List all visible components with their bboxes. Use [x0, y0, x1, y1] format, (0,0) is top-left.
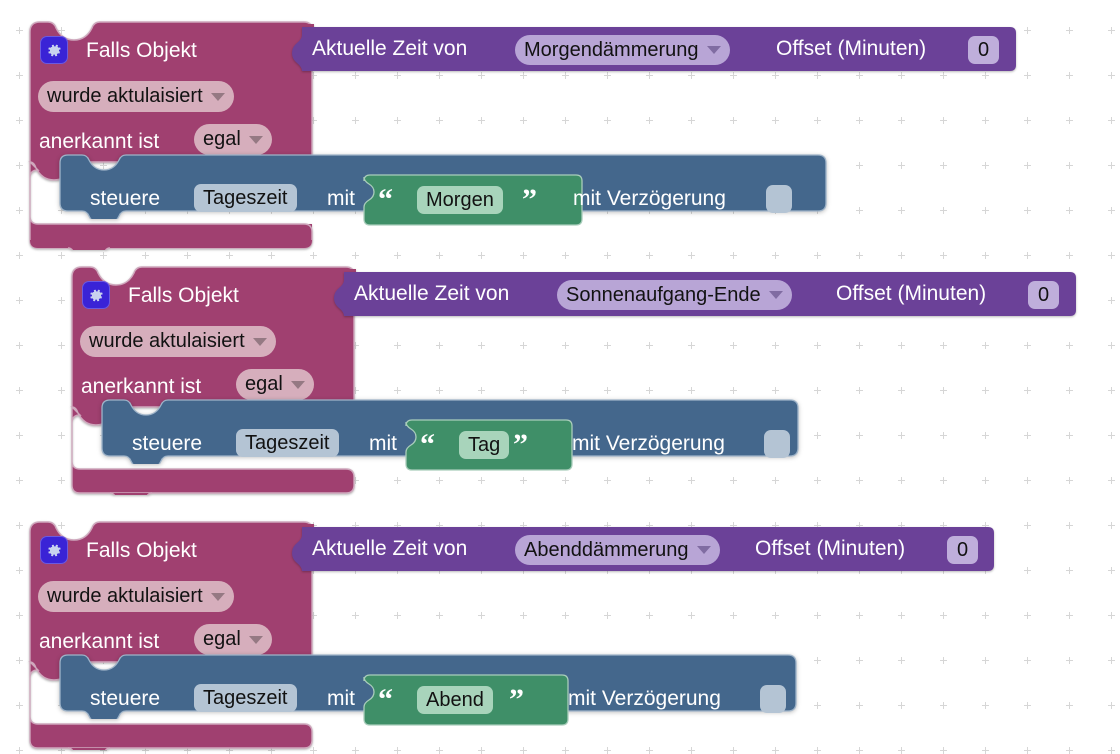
gear-icon [89, 289, 103, 301]
offset-value: 0 [957, 538, 969, 561]
delay-value-socket[interactable] [764, 430, 790, 458]
text-value-field[interactable]: Abend [417, 686, 493, 714]
ack-dropdown[interactable]: egal [194, 124, 272, 155]
source-dropdown[interactable]: Sonnenaufgang-Ende [557, 280, 792, 310]
gear-icon [47, 544, 61, 556]
delay-value-socket[interactable] [766, 185, 792, 213]
trigger-label: Aktuelle Zeit von [312, 37, 468, 60]
quote-close-icon: ” [509, 683, 524, 716]
action-with-label: mit [327, 687, 355, 710]
action-target-field[interactable]: Tageszeit [236, 429, 339, 457]
offset-label: Offset (Minuten) [776, 37, 927, 60]
ack-label: anerkannt ist [39, 130, 160, 153]
trigger-label: Aktuelle Zeit von [312, 537, 468, 560]
ack-dropdown-value: egal [203, 628, 241, 650]
text-value-field[interactable]: Tag [459, 431, 510, 459]
chevron-down-icon [768, 291, 783, 299]
action-target-field[interactable]: Tageszeit [194, 184, 297, 212]
trigger-label: Aktuelle Zeit von [354, 282, 510, 305]
delay-value-socket[interactable] [760, 685, 786, 713]
chevron-down-icon [252, 337, 267, 346]
text-value: Morgen [426, 188, 494, 211]
condition-dropdown[interactable]: wurde aktulaisiert [80, 326, 276, 357]
chevron-down-icon [248, 135, 263, 144]
action-with-label: mit [327, 187, 355, 210]
offset-value-field[interactable]: 0 [947, 536, 979, 564]
action-verb: steuere [132, 432, 203, 455]
event-title: Falls Objekt [86, 39, 197, 62]
offset-value-field[interactable]: 0 [1028, 281, 1060, 309]
quote-close-icon: ” [522, 183, 537, 216]
chevron-down-icon [248, 635, 263, 644]
delay-label: mit Verzögerung [572, 432, 725, 455]
event-title: Falls Objekt [86, 539, 197, 562]
action-verb: steuere [90, 187, 161, 210]
action-target-value: Tageszeit [203, 186, 288, 209]
chevron-down-icon [210, 592, 225, 601]
offset-value: 0 [978, 38, 990, 61]
mutator-button[interactable] [82, 281, 110, 309]
chevron-down-icon [290, 380, 305, 389]
ack-dropdown[interactable]: egal [194, 624, 272, 655]
delay-label: mit Verzögerung [573, 187, 726, 210]
offset-value: 0 [1038, 283, 1050, 306]
condition-dropdown-value: wurde aktulaisiert [47, 585, 203, 607]
ack-dropdown-value: egal [203, 128, 241, 150]
quote-open-icon: “ [378, 683, 393, 716]
offset-label: Offset (Minuten) [836, 282, 987, 305]
condition-dropdown-value: wurde aktulaisiert [89, 330, 245, 352]
gear-icon [47, 44, 61, 56]
text-value: Tag [468, 433, 501, 456]
offset-value-field[interactable]: 0 [968, 36, 1000, 64]
quote-open-icon: “ [420, 428, 435, 461]
source-dropdown-value: Sonnenaufgang-Ende [566, 283, 761, 306]
mutator-button[interactable] [40, 536, 68, 564]
action-target-field[interactable]: Tageszeit [194, 684, 297, 712]
quote-open-icon: “ [378, 183, 393, 216]
source-dropdown-value: Abenddämmerung [524, 538, 689, 561]
chevron-down-icon [706, 46, 721, 54]
source-dropdown[interactable]: Abenddämmerung [515, 535, 720, 565]
event-title: Falls Objekt [128, 284, 239, 307]
ack-label: anerkannt ist [39, 630, 160, 653]
chevron-down-icon [210, 92, 225, 101]
text-value-field[interactable]: Morgen [417, 186, 503, 214]
source-dropdown[interactable]: Morgendämmerung [515, 35, 730, 65]
condition-dropdown[interactable]: wurde aktulaisiert [38, 81, 234, 112]
offset-label: Offset (Minuten) [755, 537, 906, 560]
condition-dropdown-value: wurde aktulaisiert [47, 85, 203, 107]
text-value: Abend [426, 688, 484, 711]
delay-label: mit Verzögerung [568, 687, 721, 710]
action-target-value: Tageszeit [203, 686, 288, 709]
chevron-down-icon [696, 546, 711, 554]
source-dropdown-value: Morgendämmerung [524, 38, 699, 61]
quote-close-icon: ” [513, 428, 528, 461]
ack-label: anerkannt ist [81, 375, 202, 398]
action-with-label: mit [369, 432, 397, 455]
action-target-value: Tageszeit [245, 431, 330, 454]
ack-dropdown[interactable]: egal [236, 369, 314, 400]
ack-dropdown-value: egal [245, 373, 283, 395]
mutator-button[interactable] [40, 36, 68, 64]
condition-dropdown[interactable]: wurde aktulaisiert [38, 581, 234, 612]
action-verb: steuere [90, 687, 161, 710]
event-block-falls-objekt[interactable] [22, 18, 322, 250]
